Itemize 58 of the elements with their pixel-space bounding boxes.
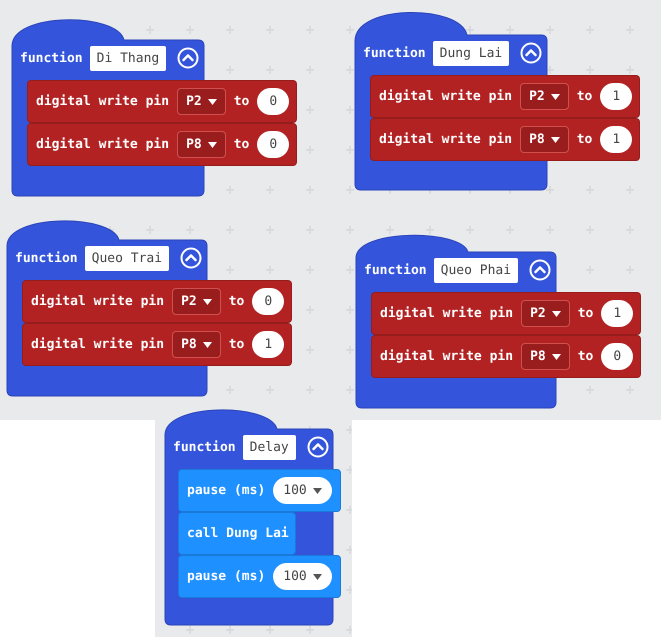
block-label: function xyxy=(363,46,426,60)
digital-write-block xyxy=(370,118,640,161)
function-name-field: Di Thang xyxy=(90,46,166,70)
value-field: 1 xyxy=(600,126,632,153)
digital-write-block xyxy=(27,80,297,123)
function-name-field: Queo Phai xyxy=(434,258,518,282)
digital-write-block xyxy=(371,335,641,378)
digital-write-block xyxy=(22,280,292,323)
block-label: function xyxy=(364,262,427,278)
block-label: function xyxy=(15,250,78,266)
digital-write-block xyxy=(371,292,641,335)
block-label: pause (ms) xyxy=(187,483,266,498)
block-label: digital write pin xyxy=(379,89,512,104)
block-label: to xyxy=(578,306,594,321)
block-label: to xyxy=(234,94,250,109)
pin-dropdown: P2 xyxy=(521,300,570,327)
pin-dropdown: P8 xyxy=(177,131,226,158)
block-label: to xyxy=(578,349,594,364)
block-label: digital write pin xyxy=(380,306,514,321)
block-label: to xyxy=(576,89,592,104)
call-block xyxy=(178,512,296,555)
value-field: 0 xyxy=(252,288,284,315)
block-label: digital write pin xyxy=(380,349,514,364)
digital-write-block xyxy=(27,123,297,166)
digital-write-block xyxy=(370,75,640,118)
block-label: pause (ms) xyxy=(187,569,266,584)
block-label: to xyxy=(234,137,250,152)
value-field: 1 xyxy=(600,83,632,110)
pin-dropdown: P2 xyxy=(172,288,221,315)
value-field: 0 xyxy=(257,131,290,158)
block-label: digital write pin xyxy=(31,294,164,309)
block-label: digital write pin xyxy=(36,94,170,109)
value-field: 0 xyxy=(601,343,634,370)
value-field: 0 xyxy=(257,88,290,115)
block-label: function xyxy=(173,440,236,454)
function-name-field: Queo Trai xyxy=(84,246,170,270)
block-label: to xyxy=(228,294,244,309)
pin-dropdown: P2 xyxy=(177,88,226,115)
block-label: to xyxy=(228,337,244,352)
number-dropdown: 100 xyxy=(273,563,332,590)
pause-block xyxy=(178,555,341,598)
number-dropdown: 100 xyxy=(273,477,332,504)
value-field: 1 xyxy=(601,300,634,327)
block-label: digital write pin xyxy=(31,337,164,352)
block-label: call Dung Lai xyxy=(187,526,289,541)
value-field: 1 xyxy=(252,331,284,358)
function-name-field: Dung Lai xyxy=(432,40,510,66)
block-label: function xyxy=(20,50,83,66)
pin-dropdown: P8 xyxy=(521,343,570,370)
pin-dropdown: P8 xyxy=(520,126,569,153)
digital-write-block xyxy=(22,323,292,366)
block-label: digital write pin xyxy=(379,132,512,147)
pin-dropdown: P8 xyxy=(172,331,221,358)
pause-block xyxy=(178,469,341,512)
pin-dropdown: P2 xyxy=(520,83,569,110)
block-label: digital write pin xyxy=(36,137,170,152)
block-label: to xyxy=(576,132,592,147)
function-name-field: Delay xyxy=(242,434,296,460)
